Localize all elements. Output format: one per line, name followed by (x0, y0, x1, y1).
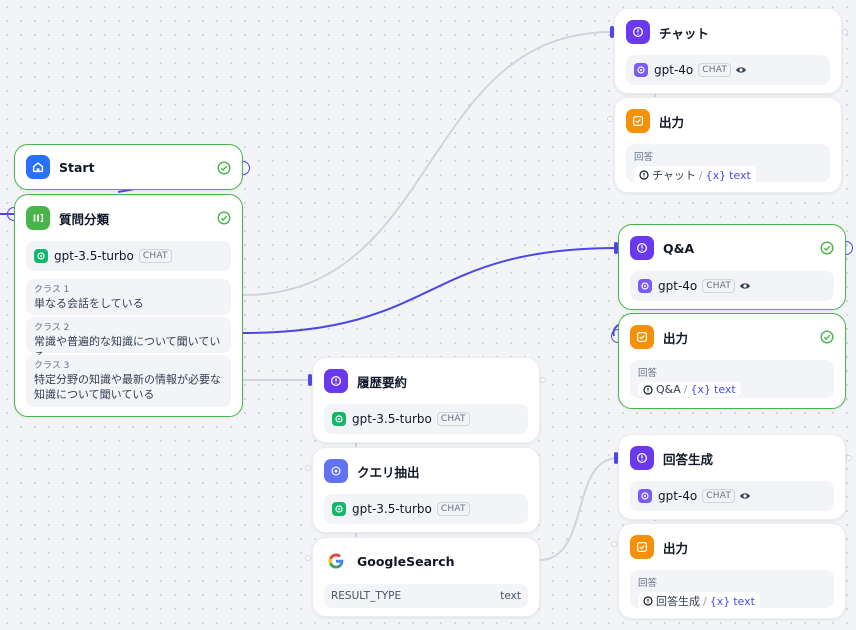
tool-param-row[interactable]: RESULT_TYPE text (324, 584, 528, 608)
query-input-handle[interactable] (305, 465, 311, 471)
node-title: 質問分類 (59, 211, 110, 227)
node-title: Q&A (663, 240, 695, 256)
summary-input-handle[interactable] (308, 374, 312, 386)
model-name: gpt-3.5-turbo (54, 249, 134, 263)
output-variable-row[interactable]: 回答 Q&A / {x} text (630, 360, 834, 398)
llm-icon (630, 236, 654, 260)
output-variable-row[interactable]: 回答 チャット / {x} text (626, 144, 830, 184)
success-check-icon (217, 211, 231, 225)
openai-icon (332, 502, 346, 516)
class-item[interactable]: クラス 1 単なる会話をしている (26, 279, 231, 315)
output3-input-handle[interactable] (611, 541, 617, 547)
node-title: 履歴要約 (357, 374, 408, 390)
node-title: 出力 (663, 540, 689, 556)
edge-google-answer[interactable] (539, 457, 619, 561)
openai-icon (634, 63, 648, 77)
output-icon (630, 535, 654, 559)
model-name: gpt-3.5-turbo (352, 502, 432, 516)
node-title: 回答生成 (663, 451, 714, 467)
node-title: 出力 (663, 330, 689, 346)
node-title: 出力 (659, 114, 685, 130)
model-name: gpt-4o (654, 63, 694, 77)
chat-input-handle[interactable] (610, 26, 614, 38)
model-name: gpt-4o (658, 279, 698, 293)
node-title: GoogleSearch (357, 553, 455, 569)
classifier-node[interactable]: 質問分類 gpt-3.5-turbo CHAT クラス 1 単なる会話をしている… (14, 194, 243, 417)
edge-classifier-chat[interactable] (242, 31, 613, 296)
answer-gen-node[interactable]: 回答生成 gpt-4o CHAT (618, 434, 846, 520)
success-check-icon (820, 330, 834, 344)
google-icon (324, 549, 348, 573)
model-name: gpt-3.5-turbo (352, 412, 432, 426)
output1-input-handle[interactable] (607, 116, 613, 122)
llm-icon (626, 20, 650, 44)
mode-badge: CHAT (698, 63, 732, 77)
node-title: チャット (659, 25, 709, 41)
query-icon (324, 459, 348, 483)
variable-tag[interactable]: チャット / {x} text (634, 166, 756, 184)
answer-input-handle[interactable] (614, 452, 618, 464)
param-key: RESULT_TYPE (331, 590, 402, 602)
vision-eye-icon (736, 67, 747, 73)
mode-badge: CHAT (702, 279, 736, 293)
llm-mini-icon (643, 384, 653, 395)
vision-eye-icon (740, 493, 751, 499)
model-selector[interactable]: gpt-4o CHAT (630, 481, 834, 511)
summary-output-handle[interactable] (540, 377, 546, 383)
mode-badge: CHAT (138, 249, 172, 263)
openai-icon (332, 412, 346, 426)
param-value: text (500, 590, 521, 602)
class-item[interactable]: クラス 2 常識や普遍的な知識について聞いている (26, 317, 231, 363)
node-title: Start (59, 159, 95, 175)
qa-node[interactable]: Q&A gpt-4o CHAT (618, 224, 846, 310)
home-icon (26, 155, 50, 179)
class-item[interactable]: クラス 3 特定分野の知識や最新の情報が必要な知識について聞いている (26, 355, 231, 407)
model-selector[interactable]: gpt-3.5-turbo CHAT (26, 241, 231, 271)
output-icon (626, 109, 650, 133)
llm-mini-icon (643, 596, 653, 606)
success-check-icon (217, 161, 231, 175)
mode-badge: CHAT (436, 412, 470, 426)
chat-output-handle[interactable] (842, 29, 848, 35)
model-selector[interactable]: gpt-4o CHAT (630, 271, 834, 301)
openai-icon (638, 279, 652, 293)
classifier-input-handle[interactable] (7, 207, 14, 221)
output-variable-row[interactable]: 回答 回答生成 / {x} text (630, 570, 834, 610)
llm-icon (630, 446, 654, 470)
model-selector[interactable]: gpt-3.5-turbo CHAT (324, 404, 528, 434)
mode-badge: CHAT (436, 502, 470, 516)
model-selector[interactable]: gpt-4o CHAT (626, 55, 830, 85)
openai-icon (34, 249, 48, 263)
answer-output-handle[interactable] (846, 455, 852, 461)
qa-input-handle[interactable] (614, 242, 618, 254)
output-node-qa[interactable]: 出力 回答 Q&A / {x} text (618, 313, 846, 409)
openai-icon (638, 489, 652, 503)
output-node-chat[interactable]: 出力 回答 チャット / {x} text (614, 97, 842, 193)
mode-badge: CHAT (702, 489, 736, 503)
start-node[interactable]: Start (14, 144, 243, 190)
output2-input-handle[interactable] (611, 329, 618, 343)
output-node-answer[interactable]: 出力 回答 回答生成 / {x} text (618, 523, 846, 619)
google-search-node[interactable]: GoogleSearch RESULT_TYPE text (312, 537, 540, 617)
llm-mini-icon (639, 170, 649, 180)
llm-icon (324, 369, 348, 393)
classifier-icon (26, 206, 50, 230)
summary-node[interactable]: 履歴要約 gpt-3.5-turbo CHAT (312, 357, 540, 443)
chat-node[interactable]: チャット gpt-4o CHAT (614, 8, 842, 94)
variable-tag[interactable]: Q&A / {x} text (638, 382, 741, 397)
success-check-icon (820, 241, 834, 255)
node-title: クエリ抽出 (357, 464, 420, 480)
edge-classifier-qa[interactable] (242, 247, 619, 334)
output-icon (630, 325, 654, 349)
model-name: gpt-4o (658, 489, 698, 503)
query-node[interactable]: クエリ抽出 gpt-3.5-turbo CHAT (312, 447, 540, 533)
vision-eye-icon (740, 283, 751, 289)
google-input-handle[interactable] (305, 555, 311, 561)
model-selector[interactable]: gpt-3.5-turbo CHAT (324, 494, 528, 524)
variable-tag[interactable]: 回答生成 / {x} text (638, 592, 760, 610)
